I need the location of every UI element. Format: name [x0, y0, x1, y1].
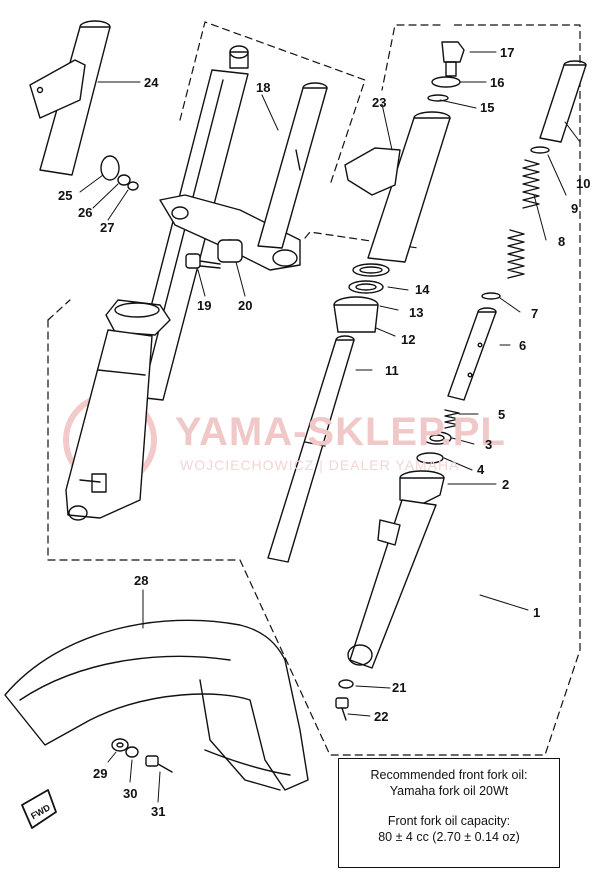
part-22-bolt — [335, 697, 349, 721]
callout-23: 23 — [372, 95, 386, 110]
part-8-spring — [507, 159, 540, 279]
callout-31: 31 — [151, 804, 165, 819]
fork-oil-notes-box: Recommended front fork oil: Yamaha fork … — [338, 758, 560, 868]
part-7-ring — [481, 292, 501, 300]
callout-1: 1 — [533, 605, 540, 620]
part-9-washer — [530, 146, 550, 154]
part-30-washer — [125, 746, 139, 758]
part-28-front-fender — [4, 619, 309, 791]
callout-2: 2 — [502, 477, 509, 492]
part-20-clamp — [217, 239, 243, 263]
outer-dashed-frame — [47, 21, 581, 756]
part-5-rebound-spring — [444, 409, 460, 429]
part-4-seal — [416, 452, 444, 464]
callout-13: 13 — [409, 305, 423, 320]
callout-10: 10 — [576, 176, 590, 191]
capacity-value: 80 ± 4 cc (2.70 ± 0.14 oz) — [378, 830, 520, 844]
callout-28: 28 — [134, 573, 148, 588]
callout-6: 6 — [519, 338, 526, 353]
callout-3: 3 — [485, 437, 492, 452]
callout-16: 16 — [490, 75, 504, 90]
callout-18: 18 — [256, 80, 270, 95]
callout-4: 4 — [477, 462, 485, 477]
oil-title: Recommended front fork oil: — [370, 768, 528, 782]
part-19-bolt — [185, 253, 221, 269]
part-24-handle-clamp — [29, 20, 111, 176]
callout-30: 30 — [123, 786, 137, 801]
parts-13-14-seals — [348, 263, 390, 294]
left-fork-assembly — [65, 45, 301, 521]
parts-25-26-27-washers — [100, 155, 139, 191]
part-18-inner-tube — [257, 82, 328, 249]
watermark-brand: YAMA-SKLEP.PL — [175, 410, 506, 454]
watermark-tagline: WOJCIECHOWICZ | DEALER YAMAHA — [180, 457, 459, 473]
callout-17: 17 — [500, 45, 514, 60]
callout-22: 22 — [374, 709, 388, 724]
part-29-washer — [111, 738, 129, 752]
part-21-washer — [338, 679, 354, 689]
fwd-direction-badge — [21, 789, 57, 829]
leader-lines — [79, 51, 581, 803]
callout-7: 7 — [531, 306, 538, 321]
callout-5: 5 — [498, 407, 505, 422]
part-11-inner-tube — [267, 335, 355, 563]
callout-numbers: 1 2 3 4 5 6 7 8 9 10 11 12 13 14 15 16 1… — [58, 45, 590, 819]
part-23-upper-tube — [344, 111, 451, 263]
callout-15: 15 — [480, 100, 494, 115]
callout-21: 21 — [392, 680, 406, 695]
part-6-damper-rod — [447, 307, 497, 401]
callout-12: 12 — [401, 332, 415, 347]
callout-14: 14 — [415, 282, 430, 297]
part-3-oil-lock — [422, 431, 452, 445]
part-12-dust-seal — [333, 296, 379, 333]
part-31-bolt — [145, 755, 173, 773]
part-10-spacer — [539, 60, 587, 143]
callout-26: 26 — [78, 205, 92, 220]
callout-11: 11 — [385, 363, 399, 378]
oil-value: Yamaha fork oil 20Wt — [389, 784, 509, 798]
callout-25: 25 — [58, 188, 72, 203]
capacity-title: Front fork oil capacity: — [387, 814, 511, 828]
callout-9: 9 — [571, 201, 578, 216]
parts-15-16-17-cap-bolt — [427, 41, 465, 102]
callout-27: 27 — [100, 220, 114, 235]
callout-24: 24 — [144, 75, 159, 90]
callout-19: 19 — [197, 298, 211, 313]
callout-29: 29 — [93, 766, 107, 781]
callout-20: 20 — [238, 298, 252, 313]
part-2-outer-tube — [347, 470, 445, 669]
callout-8: 8 — [558, 234, 565, 249]
